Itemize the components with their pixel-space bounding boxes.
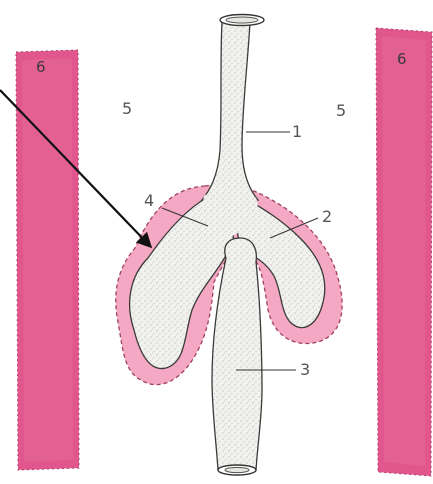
trachea-tube (202, 22, 258, 200)
label-6-left: 6 (36, 58, 46, 76)
label-4: 4 (144, 191, 154, 210)
label-3: 3 (300, 360, 310, 379)
label-5-right: 5 (336, 101, 346, 120)
left-band (16, 50, 79, 470)
label-5-left: 5 (122, 99, 132, 118)
label-2: 2 (322, 207, 332, 226)
label-6-right: 6 (397, 50, 407, 68)
right-band (376, 28, 432, 476)
label-1: 1 (292, 122, 302, 141)
esophagus-tube (212, 238, 262, 470)
